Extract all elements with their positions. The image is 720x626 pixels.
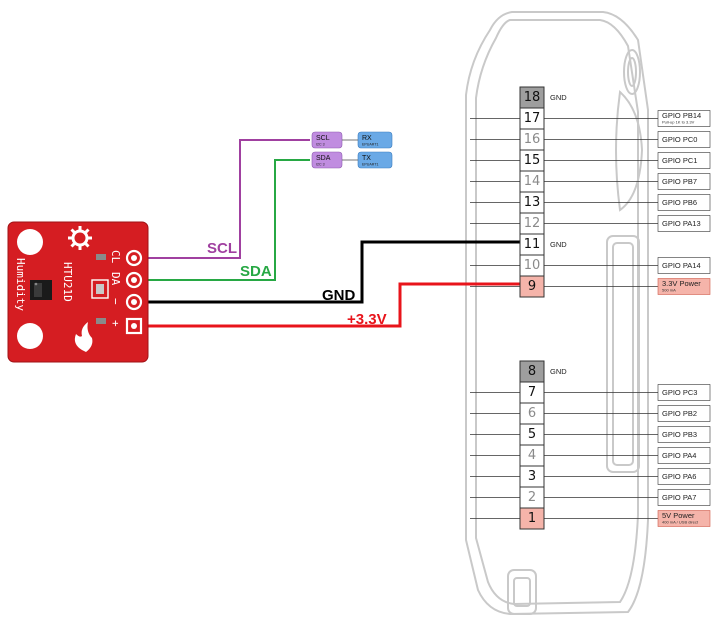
pin-number: 11 (524, 237, 541, 252)
htu21d-board: Humidity HTU21D CL DA − + (7, 221, 149, 363)
board-name: HTU21D (61, 262, 74, 302)
pin-sublabel: 400 mA / USB direct (662, 520, 699, 525)
header-pin-17: 17 (519, 107, 545, 130)
pin-label: GPIO PB3 (662, 430, 697, 439)
pin-label: 5V Power (662, 511, 695, 520)
tag-tx-sub: EPUART1 (362, 163, 379, 167)
pin-number: 9 (528, 279, 536, 294)
header-pin-10: 10 (519, 254, 545, 277)
flame-icon (74, 322, 93, 352)
tag-sda-sub: I2C 3 (316, 163, 325, 167)
header-pin-1: 1 (519, 507, 545, 530)
pin-label: GPIO PB7 (662, 177, 697, 186)
pin-number: 8 (528, 364, 536, 379)
pin-number: 5 (528, 427, 536, 442)
board-pin-sda: DA (109, 272, 122, 286)
pin-number: 16 (524, 132, 541, 147)
board-pin-scl: CL (109, 250, 122, 264)
pin-label: GND (550, 367, 567, 376)
pin-label: GPIO PA4 (662, 451, 696, 460)
header-pin-16: 16 (519, 128, 545, 151)
tag-sda: SDA I2C 3 (311, 151, 343, 169)
tag-rx-title: RX (362, 135, 372, 142)
device-outline (465, 11, 649, 616)
tag-tx: TX EPUART1 (357, 151, 393, 169)
pin-label: GPIO PB2 (662, 409, 697, 418)
vcc-wire (145, 282, 520, 328)
pin-number: 2 (528, 490, 536, 505)
header-pin-8: 8 (519, 360, 545, 383)
pin-number: 14 (524, 174, 541, 189)
pin-label: GPIO PA13 (662, 219, 701, 228)
header-pin-7: 7 (519, 381, 545, 404)
pin-number: 15 (524, 153, 541, 168)
header-pin-9: 9 (519, 275, 545, 298)
sda-label: SDA (240, 263, 272, 280)
tag-rx-sub: EPUART1 (362, 143, 379, 147)
header-pin-12: 12 (519, 212, 545, 235)
pin-label: GND (550, 240, 567, 249)
vcc-label: +3.3V (347, 311, 387, 328)
pin-number: 7 (528, 385, 536, 400)
mount-hole-bottom (17, 323, 43, 349)
header-pin-5: 5 (519, 423, 545, 446)
pin-label: GPIO PB6 (662, 198, 697, 207)
header-pin-2: 2 (519, 486, 545, 509)
pin-label: GPIO PC0 (662, 135, 697, 144)
tag-rx: RX EPUART1 (357, 131, 393, 149)
pin-number: 18 (524, 90, 541, 105)
pin-label: GPIO PC1 (662, 156, 697, 165)
pin-sublabel: 500 mA (662, 288, 676, 293)
tag-scl-sub: I2C 3 (316, 143, 325, 147)
header-pin-6: 6 (519, 402, 545, 425)
header-pin-11: 11 (519, 233, 545, 256)
header-pin-18: 18 (519, 86, 545, 109)
board-subtitle: Humidity (14, 258, 27, 311)
header-pin-4: 4 (519, 444, 545, 467)
scl-label: SCL (207, 240, 237, 257)
pin-label: GPIO PA6 (662, 472, 696, 481)
pin-label: GPIO PA7 (662, 493, 696, 502)
tag-scl-title: SCL (316, 135, 330, 142)
header-pin-3: 3 (519, 465, 545, 488)
sda-wire (145, 159, 310, 281)
mount-hole-top (17, 229, 43, 255)
pin-label: 3.3V Power (662, 279, 701, 288)
scl-wire (145, 139, 310, 259)
header-pin-15: 15 (519, 149, 545, 172)
pin-number: 1 (528, 511, 536, 526)
pin-label: GPIO PB14 (662, 111, 701, 120)
board-pin-vcc: + (109, 320, 122, 327)
pin-label: GND (550, 93, 567, 102)
pin-number: 6 (528, 406, 536, 421)
tag-tx-title: TX (362, 155, 371, 162)
pin-sublabel: Pull-up 1K to 3.3V (662, 120, 695, 125)
pin-number: 4 (528, 448, 536, 463)
pin-number: 12 (524, 216, 541, 231)
pin-number: 3 (528, 469, 536, 484)
header-pin-13: 13 (519, 191, 545, 214)
pin-label: GPIO PC3 (662, 388, 697, 397)
pin-number: 10 (524, 258, 541, 273)
gnd-label: GND (322, 287, 356, 304)
wires (145, 139, 520, 328)
pin-label: GPIO PA14 (662, 261, 701, 270)
header-pin-14: 14 (519, 170, 545, 193)
pin-number: 17 (524, 111, 541, 126)
board-pin-gnd: − (109, 298, 122, 305)
gnd-wire (145, 240, 520, 304)
tag-scl: SCL I2C 3 (311, 131, 343, 149)
tag-sda-title: SDA (316, 155, 331, 162)
pin-number: 13 (524, 195, 541, 210)
gear-icon (68, 226, 92, 250)
